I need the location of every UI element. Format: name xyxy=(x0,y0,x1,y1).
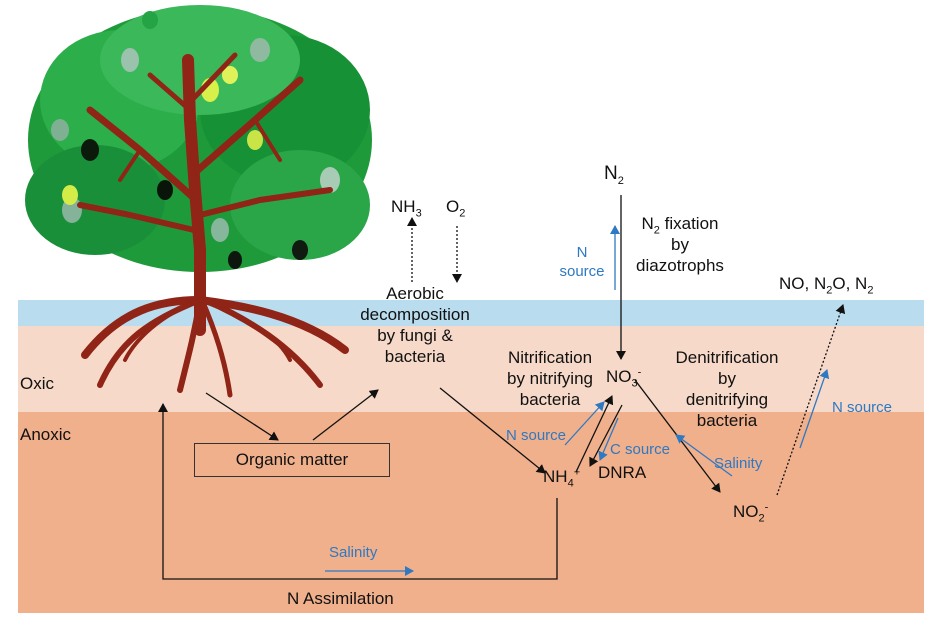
nh4-label: NH4+ xyxy=(543,466,581,490)
oxic-layer xyxy=(18,326,924,412)
arrow-no2-to-gases xyxy=(776,304,846,496)
o2-label: O2 xyxy=(446,197,466,220)
blue-arrow-c-source xyxy=(598,417,619,461)
arrow-no3-to-nh4-dnra xyxy=(589,404,623,467)
blue-arrow-n-source-nit xyxy=(564,401,605,446)
n-assimilation-label: N Assimilation xyxy=(287,589,394,608)
tree-roots xyxy=(81,296,349,398)
nh3-label: NH3 xyxy=(391,197,422,220)
n2-label: N2 xyxy=(604,163,624,187)
arrow-nh4-to-no3 xyxy=(575,395,614,473)
arrow-organic-matter-to-decomposition xyxy=(312,389,379,441)
factor-arrows xyxy=(325,225,830,576)
no2-label: NO2- xyxy=(733,501,769,525)
arrow-n-assimilation xyxy=(158,403,558,580)
salinity-denitrification-label: Salinity xyxy=(714,455,763,472)
blue-arrow-salinity-denit xyxy=(675,434,733,477)
dnra-label: DNRA xyxy=(598,463,647,482)
arrow-decomposition-to-nh4 xyxy=(439,387,546,474)
salinity-assimilation-label: Salinity xyxy=(329,544,378,561)
gases-label: NO, N2O, N2 xyxy=(779,274,874,297)
c-source-label: C source xyxy=(610,441,671,458)
blue-arrow-n-source-denit xyxy=(799,369,830,449)
tree-branches xyxy=(77,52,333,336)
tree-canopy xyxy=(25,5,372,272)
n-source-denitrification-label: N source xyxy=(832,399,893,416)
anoxic-layer xyxy=(18,412,924,613)
arrow-tree-to-organic-matter xyxy=(205,392,279,441)
organic-matter-box: Organic matter xyxy=(194,443,390,477)
n-source-nitrification-label: N source xyxy=(506,427,567,444)
no3-label: NO3- xyxy=(606,366,642,390)
tree-illustration xyxy=(25,5,372,398)
anoxic-zone-label: Anoxic xyxy=(20,425,72,444)
oxic-zone-label: Oxic xyxy=(20,374,54,393)
